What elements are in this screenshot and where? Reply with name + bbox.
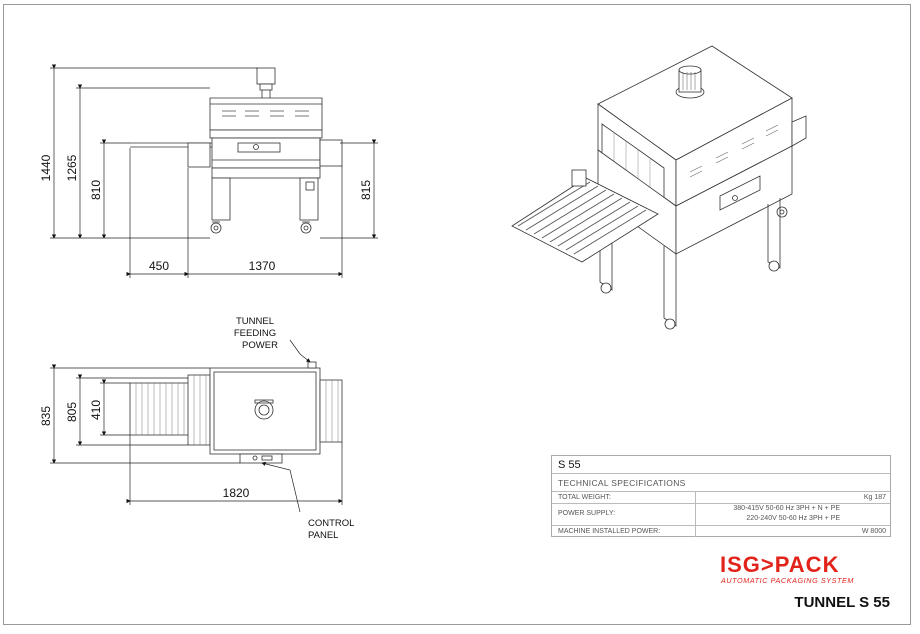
isometric-view — [511, 45, 807, 330]
spec-value-alt: 220-240V 50-60 Hz 3PH + PE — [746, 515, 840, 522]
top-dimensions — [50, 339, 343, 513]
spec-row-installed-power: MACHINE INSTALLED POWER: W 8000 — [552, 525, 890, 537]
dim-conveyor-height-in: 810 — [89, 180, 103, 200]
sheet-border — [3, 4, 911, 625]
product-title: TUNNEL S 55 — [794, 594, 890, 611]
callout-line: POWER — [242, 340, 278, 351]
dim-inner-width: 805 — [65, 402, 79, 422]
spec-section-title: TECHNICAL SPECIFICATIONS — [558, 478, 686, 488]
spec-label: MACHINE INSTALLED POWER: — [558, 528, 661, 535]
callout-line: TUNNEL — [236, 316, 274, 327]
spec-label: POWER SUPPLY: — [558, 510, 616, 517]
spec-value: W 8000 — [861, 528, 886, 535]
spec-row-power-supply: POWER SUPPLY: 380-415V 50-60 Hz 3PH + N … — [552, 503, 890, 525]
front-view — [130, 67, 343, 234]
dim-infeed-length: 450 — [149, 259, 169, 273]
callout-line: CONTROL — [308, 518, 354, 529]
dim-body-length: 1370 — [249, 259, 276, 273]
front-dimensions — [50, 64, 378, 278]
callout-line: PANEL — [308, 530, 338, 541]
callout-tunnel-feeding-power: TUNNEL FEEDING POWER — [234, 316, 278, 351]
spec-model: S 55 — [558, 459, 581, 471]
spec-value: 380-415V 50-60 Hz 3PH + N + PE — [733, 505, 840, 512]
spec-value: Kg 187 — [863, 494, 886, 501]
brand-name: ISG>PACK — [720, 552, 840, 577]
spec-label: TOTAL WEIGHT: — [558, 494, 611, 501]
brand-tagline: AUTOMATIC PACKAGING SYSTEM — [721, 576, 855, 585]
dim-total-height: 1440 — [39, 154, 53, 181]
dim-conveyor-height-out: 815 — [359, 180, 373, 200]
top-view — [129, 361, 343, 464]
dim-total-width: 835 — [39, 406, 53, 426]
brand-logo: ISG>PACK AUTOMATIC PACKAGING SYSTEM — [720, 553, 892, 587]
callout-control-panel: CONTROL PANEL — [308, 518, 354, 541]
spec-row-weight: TOTAL WEIGHT: Kg 187 — [552, 491, 890, 503]
spec-table: S 55 TECHNICAL SPECIFICATIONS TOTAL WEIG… — [551, 455, 891, 537]
dim-upper-height: 1265 — [65, 154, 79, 181]
dim-total-length: 1820 — [223, 486, 250, 500]
dim-belt-width: 410 — [89, 400, 103, 420]
callout-line: FEEDING — [234, 328, 276, 339]
